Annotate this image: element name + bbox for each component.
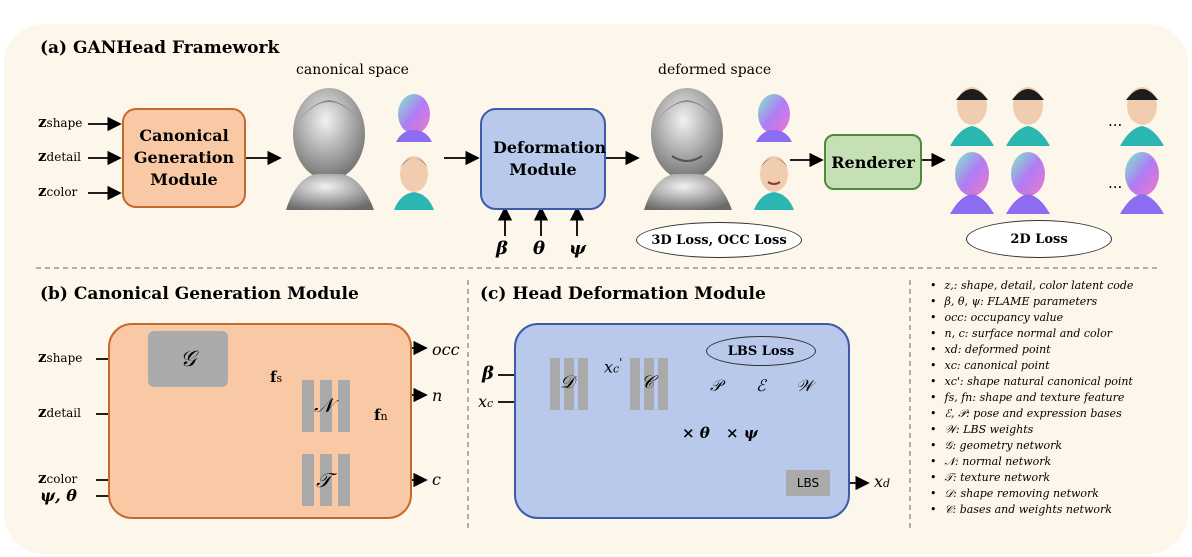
renders-ellipsis-bottom: ... — [1108, 174, 1123, 192]
bases-weights-net-label: 𝒞 — [641, 372, 655, 393]
legend-item: 𝒯: texture network — [930, 470, 1133, 486]
canonical-head-mesh-image — [286, 88, 374, 210]
deformed-normal-map-image — [756, 94, 792, 142]
output-occ: occ — [432, 340, 460, 359]
lbs-loss-ellipse: LBS Loss — [706, 336, 816, 366]
shape-removing-net-label: 𝒟 — [560, 372, 575, 393]
feature-fs: fs — [270, 368, 283, 386]
times-psi-label: × ψ — [726, 424, 758, 442]
texture-net-bar-1 — [302, 454, 314, 506]
legend-list: z,: shape, detail, color latent code β, … — [930, 278, 1134, 518]
input-z-detail: zdetail — [38, 147, 81, 165]
lbs-weights-label: 𝒲 — [796, 376, 813, 395]
legend-item: 𝒩: normal network — [930, 454, 1133, 470]
b-input-psi-theta: ψ, θ — [40, 486, 77, 505]
param-psi: ψ — [569, 238, 586, 259]
b-input-z-detail: zdetail — [38, 403, 81, 421]
legend-item: β, θ, ψ: FLAME parameters — [930, 294, 1133, 310]
legend-item: z,: shape, detail, color latent code — [930, 278, 1134, 294]
legend-item: 𝒲: LBS weights — [930, 422, 1133, 438]
deformed-head-mesh-image — [644, 88, 732, 210]
output-c: c — [432, 470, 441, 489]
deformation-module-box: Deformation Module — [480, 108, 606, 210]
deformation-module-label: Deformation Module — [493, 138, 607, 179]
param-beta: β — [496, 238, 508, 259]
c-net-bar-2 — [644, 358, 654, 410]
normal-net-bar-3 — [338, 380, 350, 432]
renders-ellipsis-top: ... — [1108, 112, 1123, 130]
feature-fn: fn — [374, 406, 388, 424]
output-xd: xd — [874, 472, 891, 491]
renderer-box: Renderer — [824, 134, 922, 190]
b-input-z-shape: zshape — [38, 348, 83, 366]
normal-net-bar-1 — [302, 380, 314, 432]
geometry-network-box: 𝒢 — [148, 331, 228, 387]
output-n: n — [432, 386, 443, 405]
c-input-beta: β — [482, 363, 494, 384]
lbs-box: LBS — [786, 470, 830, 496]
d-net-bar-2 — [564, 358, 574, 410]
d-net-bar-1 — [550, 358, 560, 410]
legend-item: fs, fn: shape and texture feature — [930, 390, 1133, 406]
normal-net-bar-2 — [320, 380, 332, 432]
rendered-outputs-image — [950, 87, 1164, 214]
pose-bases-label: 𝒫 — [710, 376, 722, 395]
loss-3d-occ-ellipse: 3D Loss, OCC Loss — [636, 222, 802, 258]
canonical-color-render-image — [394, 156, 434, 210]
texture-network-label: 𝒯 — [316, 468, 332, 492]
legend-item: xc': shape natural canonical point — [930, 374, 1133, 390]
input-z-shape: zshape — [38, 113, 83, 131]
panel-a-title: (a) GANHead Framework — [40, 38, 280, 58]
legend-item: 𝒞: bases and weights network — [930, 502, 1133, 518]
b-input-z-color: zcolor — [38, 469, 78, 487]
texture-net-bar-3 — [338, 454, 350, 506]
legend-item: xd: deformed point — [930, 342, 1133, 358]
param-theta: θ — [533, 238, 546, 259]
panel-b-title: (b) Canonical Generation Module — [40, 284, 359, 304]
c-input-xc: xc — [478, 392, 494, 411]
canonical-normal-map-image — [396, 94, 432, 142]
expression-bases-label: ℰ — [756, 376, 766, 395]
legend-item: 𝒟: shape removing network — [930, 486, 1133, 502]
panel-c-title: (c) Head Deformation Module — [480, 284, 766, 304]
legend-item: ℰ, 𝒫: pose and expression bases — [930, 406, 1133, 422]
canonical-generation-module-box: Canonical Generation Module — [122, 108, 246, 208]
deformed-space-label: deformed space — [658, 62, 772, 78]
d-net-bar-3 — [578, 358, 588, 410]
normal-network-label: 𝒩 — [314, 393, 334, 417]
loss-2d-ellipse: 2D Loss — [966, 220, 1112, 258]
times-theta-label: × θ — [682, 424, 710, 442]
c-net-bar-3 — [658, 358, 668, 410]
input-z-color: zcolor — [38, 182, 78, 200]
legend-item: occ: occupancy value — [930, 310, 1133, 326]
deformed-color-render-image — [754, 156, 794, 210]
texture-net-bar-2 — [320, 454, 332, 506]
canonical-space-label: canonical space — [296, 62, 409, 78]
legend-item: n, c: surface normal and color — [930, 326, 1133, 342]
legend-item: xc: canonical point — [930, 358, 1133, 374]
xc-prime-label: xc' — [604, 356, 623, 377]
legend-item: 𝒢: geometry network — [930, 438, 1133, 454]
c-net-bar-1 — [630, 358, 640, 410]
